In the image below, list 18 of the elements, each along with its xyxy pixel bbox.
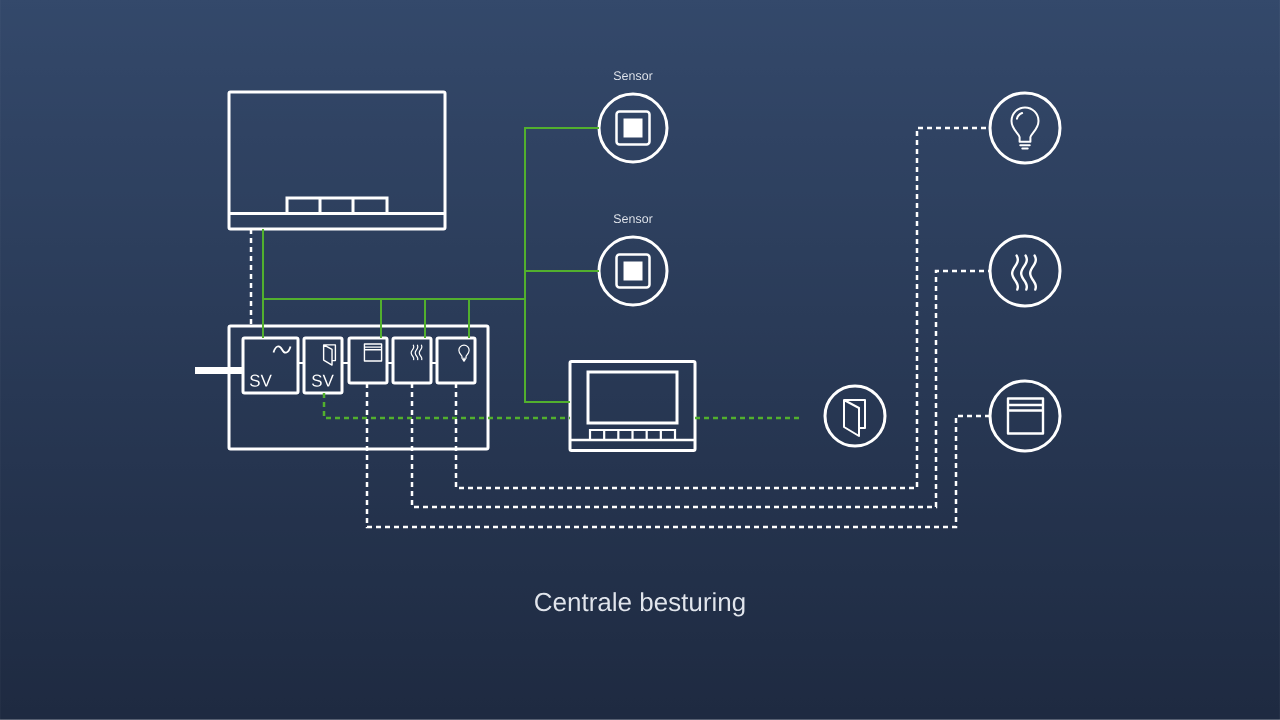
sensor-label: Sensor: [613, 214, 653, 224]
connector-line: [262, 228, 571, 403]
connector-line: [430, 362, 438, 364]
module-label: SV: [250, 374, 272, 387]
connector-line: [386, 362, 394, 364]
dashed-line: [322, 393, 570, 420]
module-label: SV: [312, 374, 334, 387]
connector-line: [297, 362, 305, 364]
device-box: [227, 90, 447, 231]
touch-panel: [568, 360, 697, 452]
dashed-line: [695, 416, 800, 420]
distribution-box: [227, 324, 490, 451]
sensor-label: Sensor: [613, 71, 653, 81]
dashed-line: [365, 383, 990, 529]
dashed-line: [249, 229, 253, 326]
connector-line: [341, 362, 350, 364]
caption: Centrale besturing: [535, 592, 745, 617]
dashed-line: [410, 269, 990, 509]
